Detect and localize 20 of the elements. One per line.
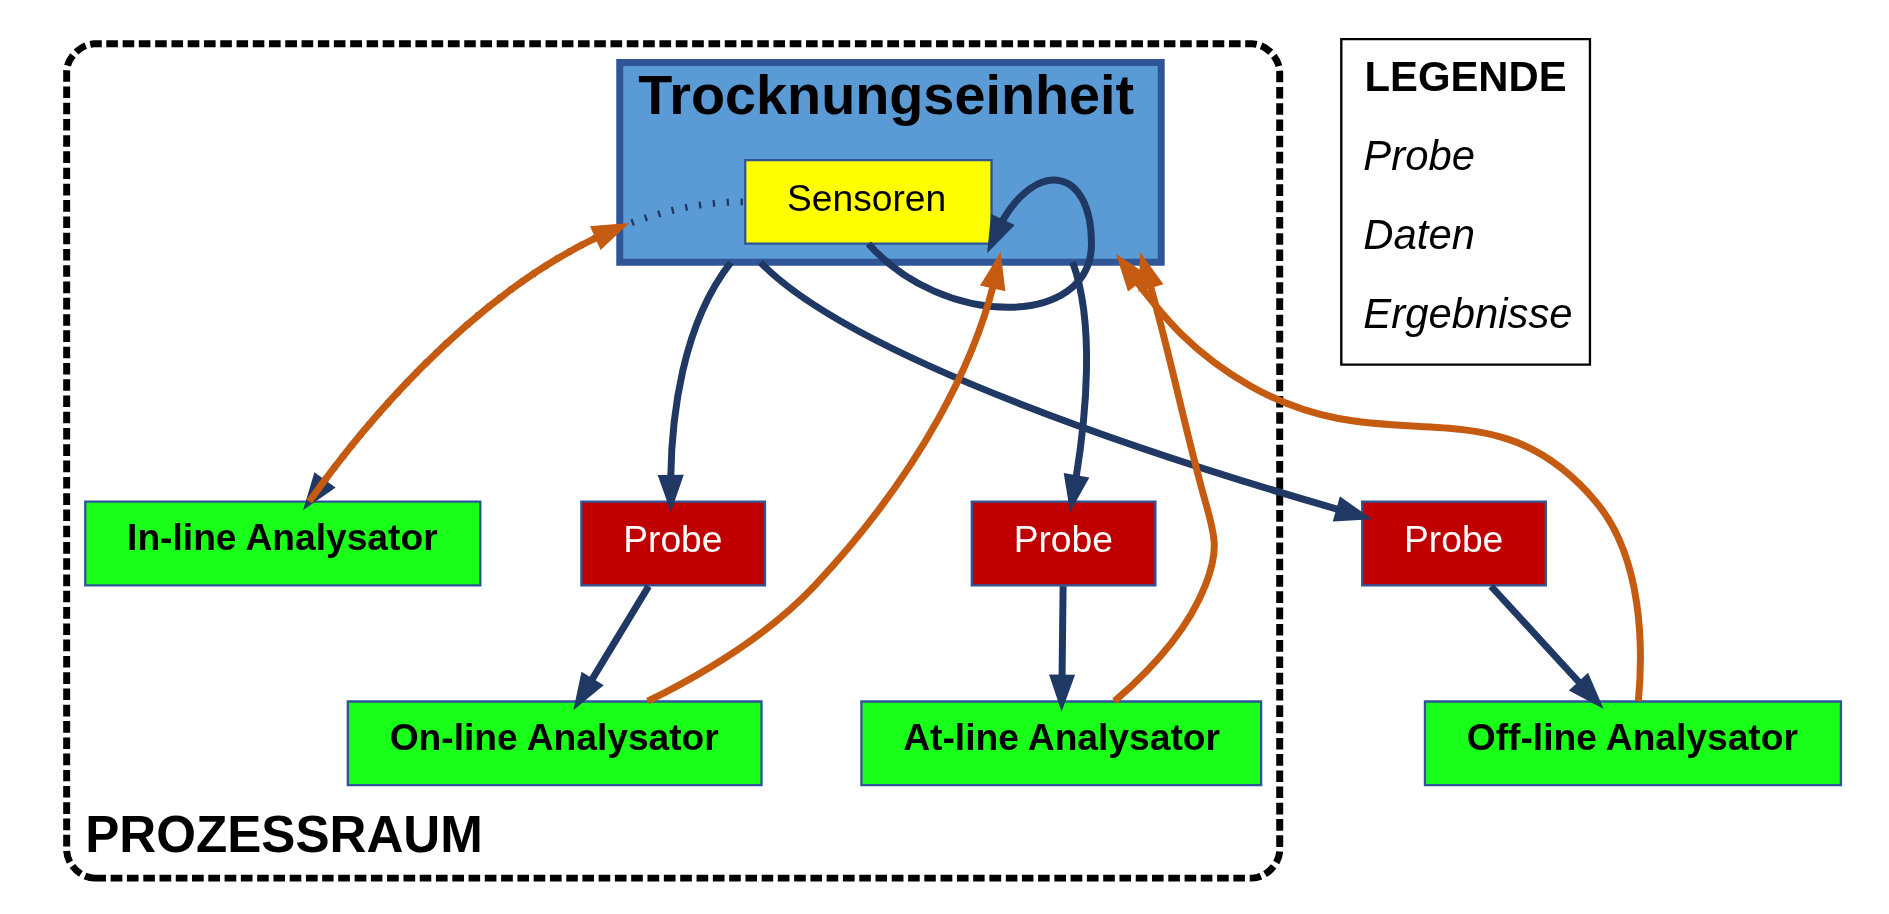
arrow xyxy=(646,251,1006,704)
label: LEGENDE xyxy=(1364,52,1567,100)
node-box: Probe xyxy=(1361,500,1547,586)
node-box: Probe xyxy=(580,500,767,586)
arrow xyxy=(1488,583,1604,709)
arrow xyxy=(306,222,630,504)
legend-label: Ergebnisse xyxy=(1363,289,1573,337)
node-box: At-line Analysator xyxy=(860,699,1263,786)
legend-label: Daten xyxy=(1363,210,1475,258)
node-box: Probe xyxy=(970,500,1157,586)
arrow xyxy=(573,583,652,710)
legend-label: Probe xyxy=(1363,131,1475,179)
arrow xyxy=(1049,585,1076,712)
arrow xyxy=(1063,260,1090,512)
node-box: On-line Analysator xyxy=(346,699,763,786)
node-box: In-line Analysator xyxy=(84,500,482,586)
node-box: Sensoren xyxy=(744,158,993,245)
arrow xyxy=(657,259,734,512)
arrow xyxy=(758,259,1373,521)
node-box: Off-line Analysator xyxy=(1423,699,1843,786)
